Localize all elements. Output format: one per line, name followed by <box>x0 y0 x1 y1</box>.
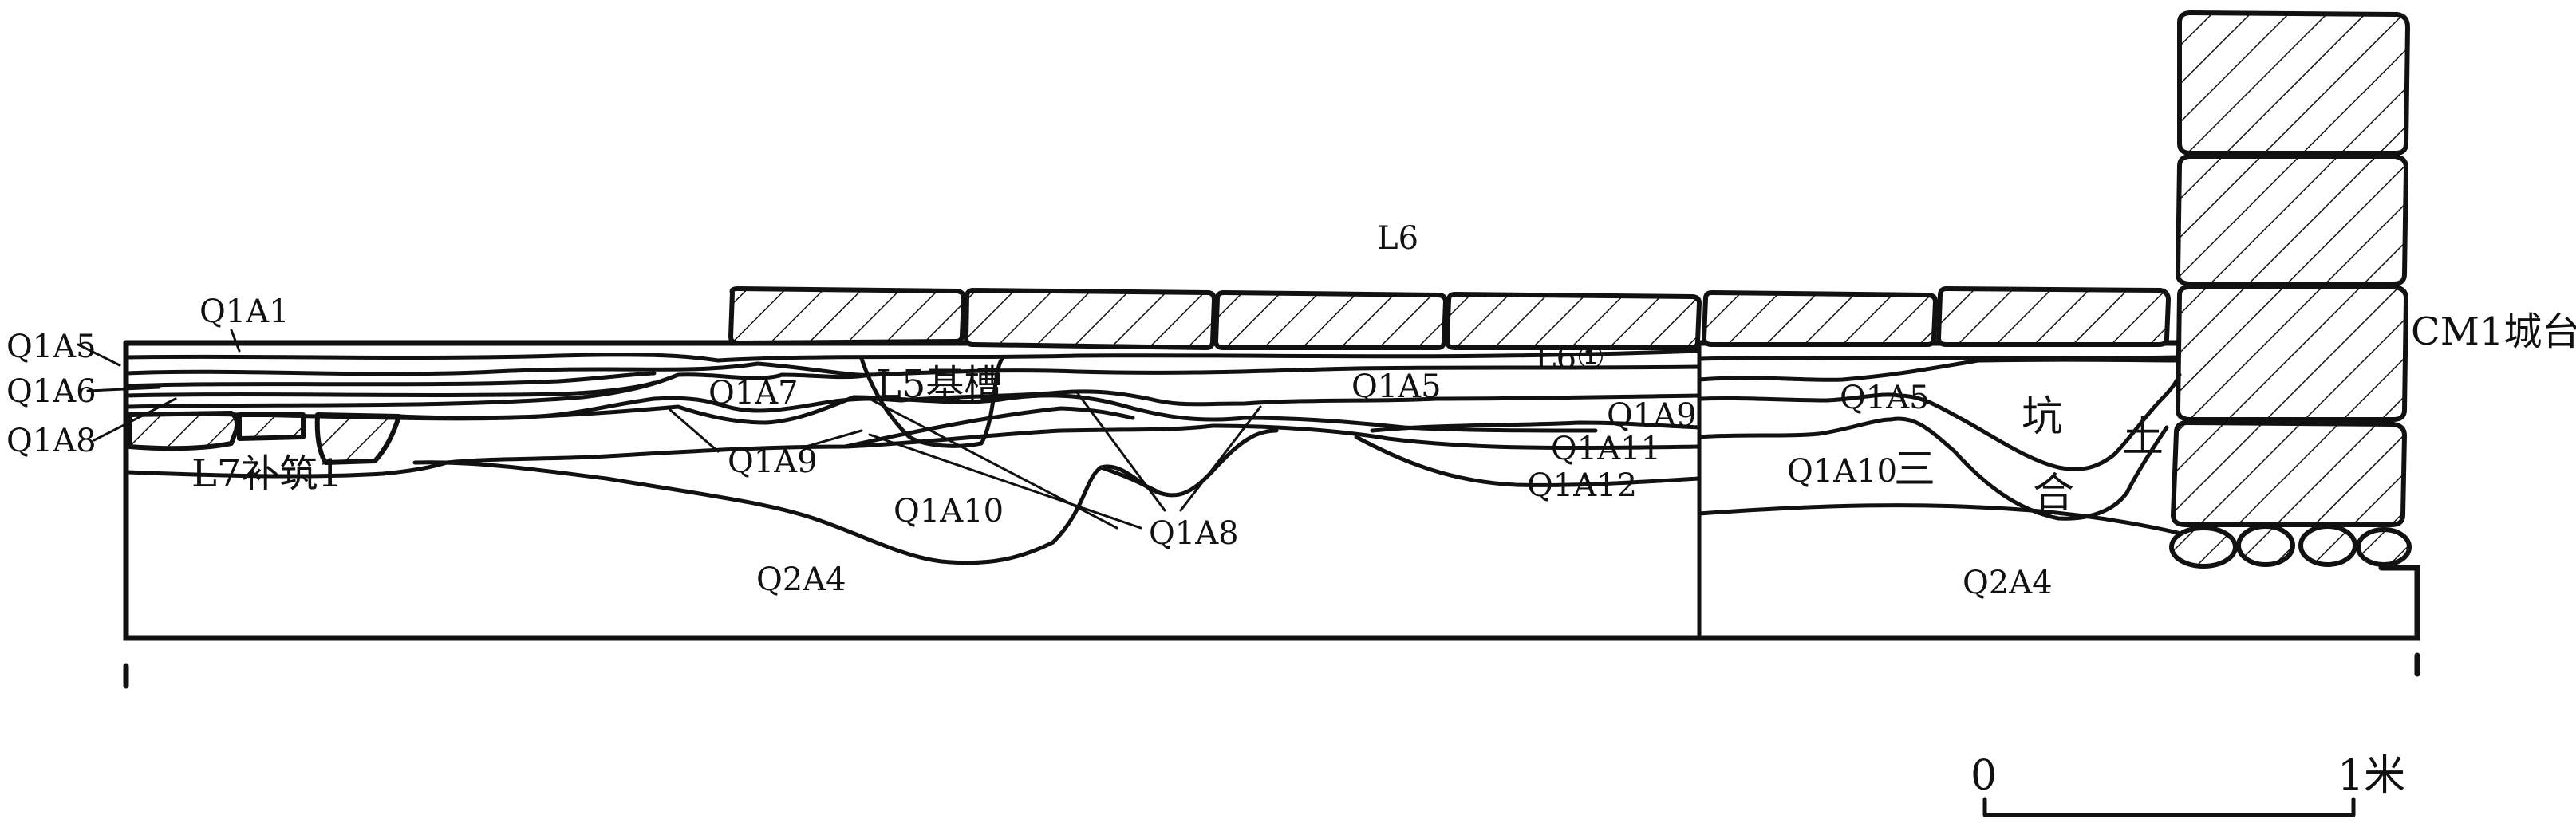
layer-boundaries-right <box>1697 355 2182 535</box>
label-q2a4-left: Q2A4 <box>756 561 846 598</box>
label-q2a4-right: Q2A4 <box>1963 565 2053 601</box>
hatched-block <box>237 412 306 441</box>
label-q1a6: Q1A6 <box>6 373 97 410</box>
l7-hatched-blocks <box>127 411 401 465</box>
platform-stone <box>2176 285 2408 422</box>
scale-one-meter-label: 1米 <box>2337 752 2405 800</box>
platform-stone <box>2176 154 2408 286</box>
label-q1a1: Q1A1 <box>199 293 290 330</box>
scale-bar: 0 1米 <box>1970 752 2405 817</box>
paving-stone <box>964 288 1217 350</box>
leader-line <box>93 397 177 442</box>
cobble-stone <box>2236 524 2295 567</box>
label-q1a12: Q1A12 <box>1527 467 1637 504</box>
platform-stone <box>2177 10 2410 156</box>
cobble-stone <box>2356 527 2412 567</box>
leader-line <box>77 343 121 367</box>
hatched-block <box>314 412 401 465</box>
paving-stone <box>1702 290 1938 347</box>
label-q1a7: Q1A7 <box>708 375 799 412</box>
label-q1a10-right: Q1A10 <box>1787 453 1897 490</box>
paving-stone <box>1936 286 2171 347</box>
label-q1a9-right: Q1A9 <box>1607 397 1697 434</box>
cm1-platform-stones <box>2169 10 2412 569</box>
layer-boundaries-left <box>124 349 1702 565</box>
leader-line <box>1179 405 1262 512</box>
label-pit-tu: 土 <box>2122 414 2164 462</box>
leader-line <box>804 429 863 448</box>
label-pit-he: 合 <box>2033 470 2074 518</box>
cobble-stone <box>2298 524 2357 567</box>
leader-lines <box>77 329 1262 530</box>
label-q1a8-left: Q1A8 <box>6 423 97 459</box>
layer-labels: L6 L6① CM1城台 Q1A1 Q1A5 Q1A6 Q1A8 Q1A7 L5… <box>6 220 2576 601</box>
leader-line <box>669 408 720 453</box>
label-q1a5-right: Q1A5 <box>1840 380 1930 416</box>
leader-line <box>1075 391 1166 512</box>
label-q1a9-mid: Q1A9 <box>728 443 818 480</box>
paving-stone <box>1213 290 1448 350</box>
label-q1a5-mid: Q1A5 <box>1351 368 1442 405</box>
leader-line <box>868 433 1142 530</box>
label-q1a5-left: Q1A5 <box>6 329 97 365</box>
l6-paving-stones <box>728 286 2171 350</box>
hatched-block <box>127 411 240 451</box>
label-q1a11: Q1A11 <box>1551 431 1661 467</box>
label-l5-jicao: L5基槽 <box>876 362 1002 407</box>
label-cm1: CM1城台 <box>2411 309 2576 354</box>
platform-stone <box>2171 420 2407 527</box>
leader-line <box>86 386 161 392</box>
label-pit-keng: 坑 <box>2022 393 2063 441</box>
leader-line <box>230 329 241 353</box>
paving-stone <box>1445 292 1702 350</box>
label-q1a10-mid: Q1A10 <box>894 493 1004 530</box>
label-l6-1: L6① <box>1535 340 1605 376</box>
label-l7-buzhu: L7补筑1 <box>191 451 342 496</box>
paving-stone <box>728 286 966 345</box>
label-q1a8-mid: Q1A8 <box>1149 515 1239 552</box>
cobble-stone <box>2169 526 2238 569</box>
label-pit-san: 三 <box>1894 446 1935 494</box>
label-l6: L6 <box>1377 220 1418 257</box>
scale-zero-label: 0 <box>1970 752 1997 800</box>
